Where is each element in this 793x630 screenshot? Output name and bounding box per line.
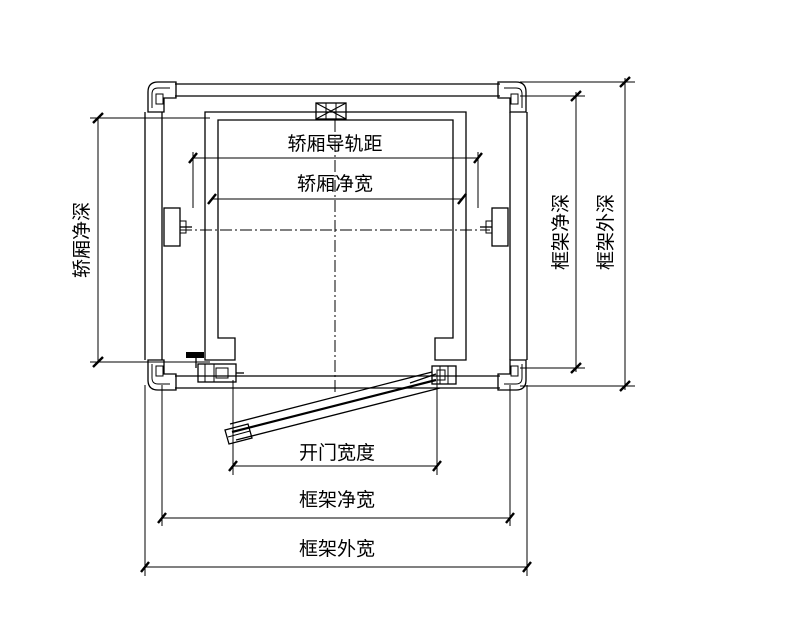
label-car-guide-rail-distance: 轿厢导轨距 bbox=[287, 133, 382, 155]
dim-frame-outer-width bbox=[140, 385, 532, 576]
dim-car-clear-depth bbox=[90, 112, 210, 368]
label-door-opening-width: 开门宽度 bbox=[299, 442, 375, 464]
corner-post-top-right bbox=[497, 81, 527, 113]
dim-car-clear-width bbox=[207, 193, 467, 205]
dim-frame-clear-depth bbox=[520, 90, 585, 374]
label-frame-outer-depth: 框架外深 bbox=[595, 194, 617, 270]
top-junction-box bbox=[315, 102, 347, 120]
label-frame-clear-depth: 框架净深 bbox=[550, 194, 572, 270]
guide-shoe-left bbox=[163, 207, 192, 247]
corner-post-bottom-left bbox=[147, 359, 177, 391]
dim-car-guide-rail-distance bbox=[188, 152, 483, 208]
door-operator-right bbox=[431, 365, 457, 385]
dim-frame-clear-width bbox=[157, 385, 515, 526]
swing-door-panel bbox=[224, 371, 441, 445]
dim-frame-outer-depth bbox=[520, 76, 635, 392]
dim-door-opening-width bbox=[228, 380, 442, 475]
label-frame-outer-width: 框架外宽 bbox=[299, 538, 375, 560]
corner-post-bottom-right bbox=[497, 359, 527, 391]
label-frame-clear-width: 框架净宽 bbox=[299, 489, 375, 511]
door-operator-left bbox=[186, 352, 244, 383]
frame-outline bbox=[144, 83, 528, 389]
guide-shoe-right bbox=[480, 207, 509, 247]
label-car-clear-width: 轿厢净宽 bbox=[297, 173, 373, 195]
car-outline bbox=[204, 111, 467, 361]
label-car-clear-depth: 轿厢净深 bbox=[71, 202, 93, 278]
corner-post-top-left bbox=[147, 81, 177, 113]
